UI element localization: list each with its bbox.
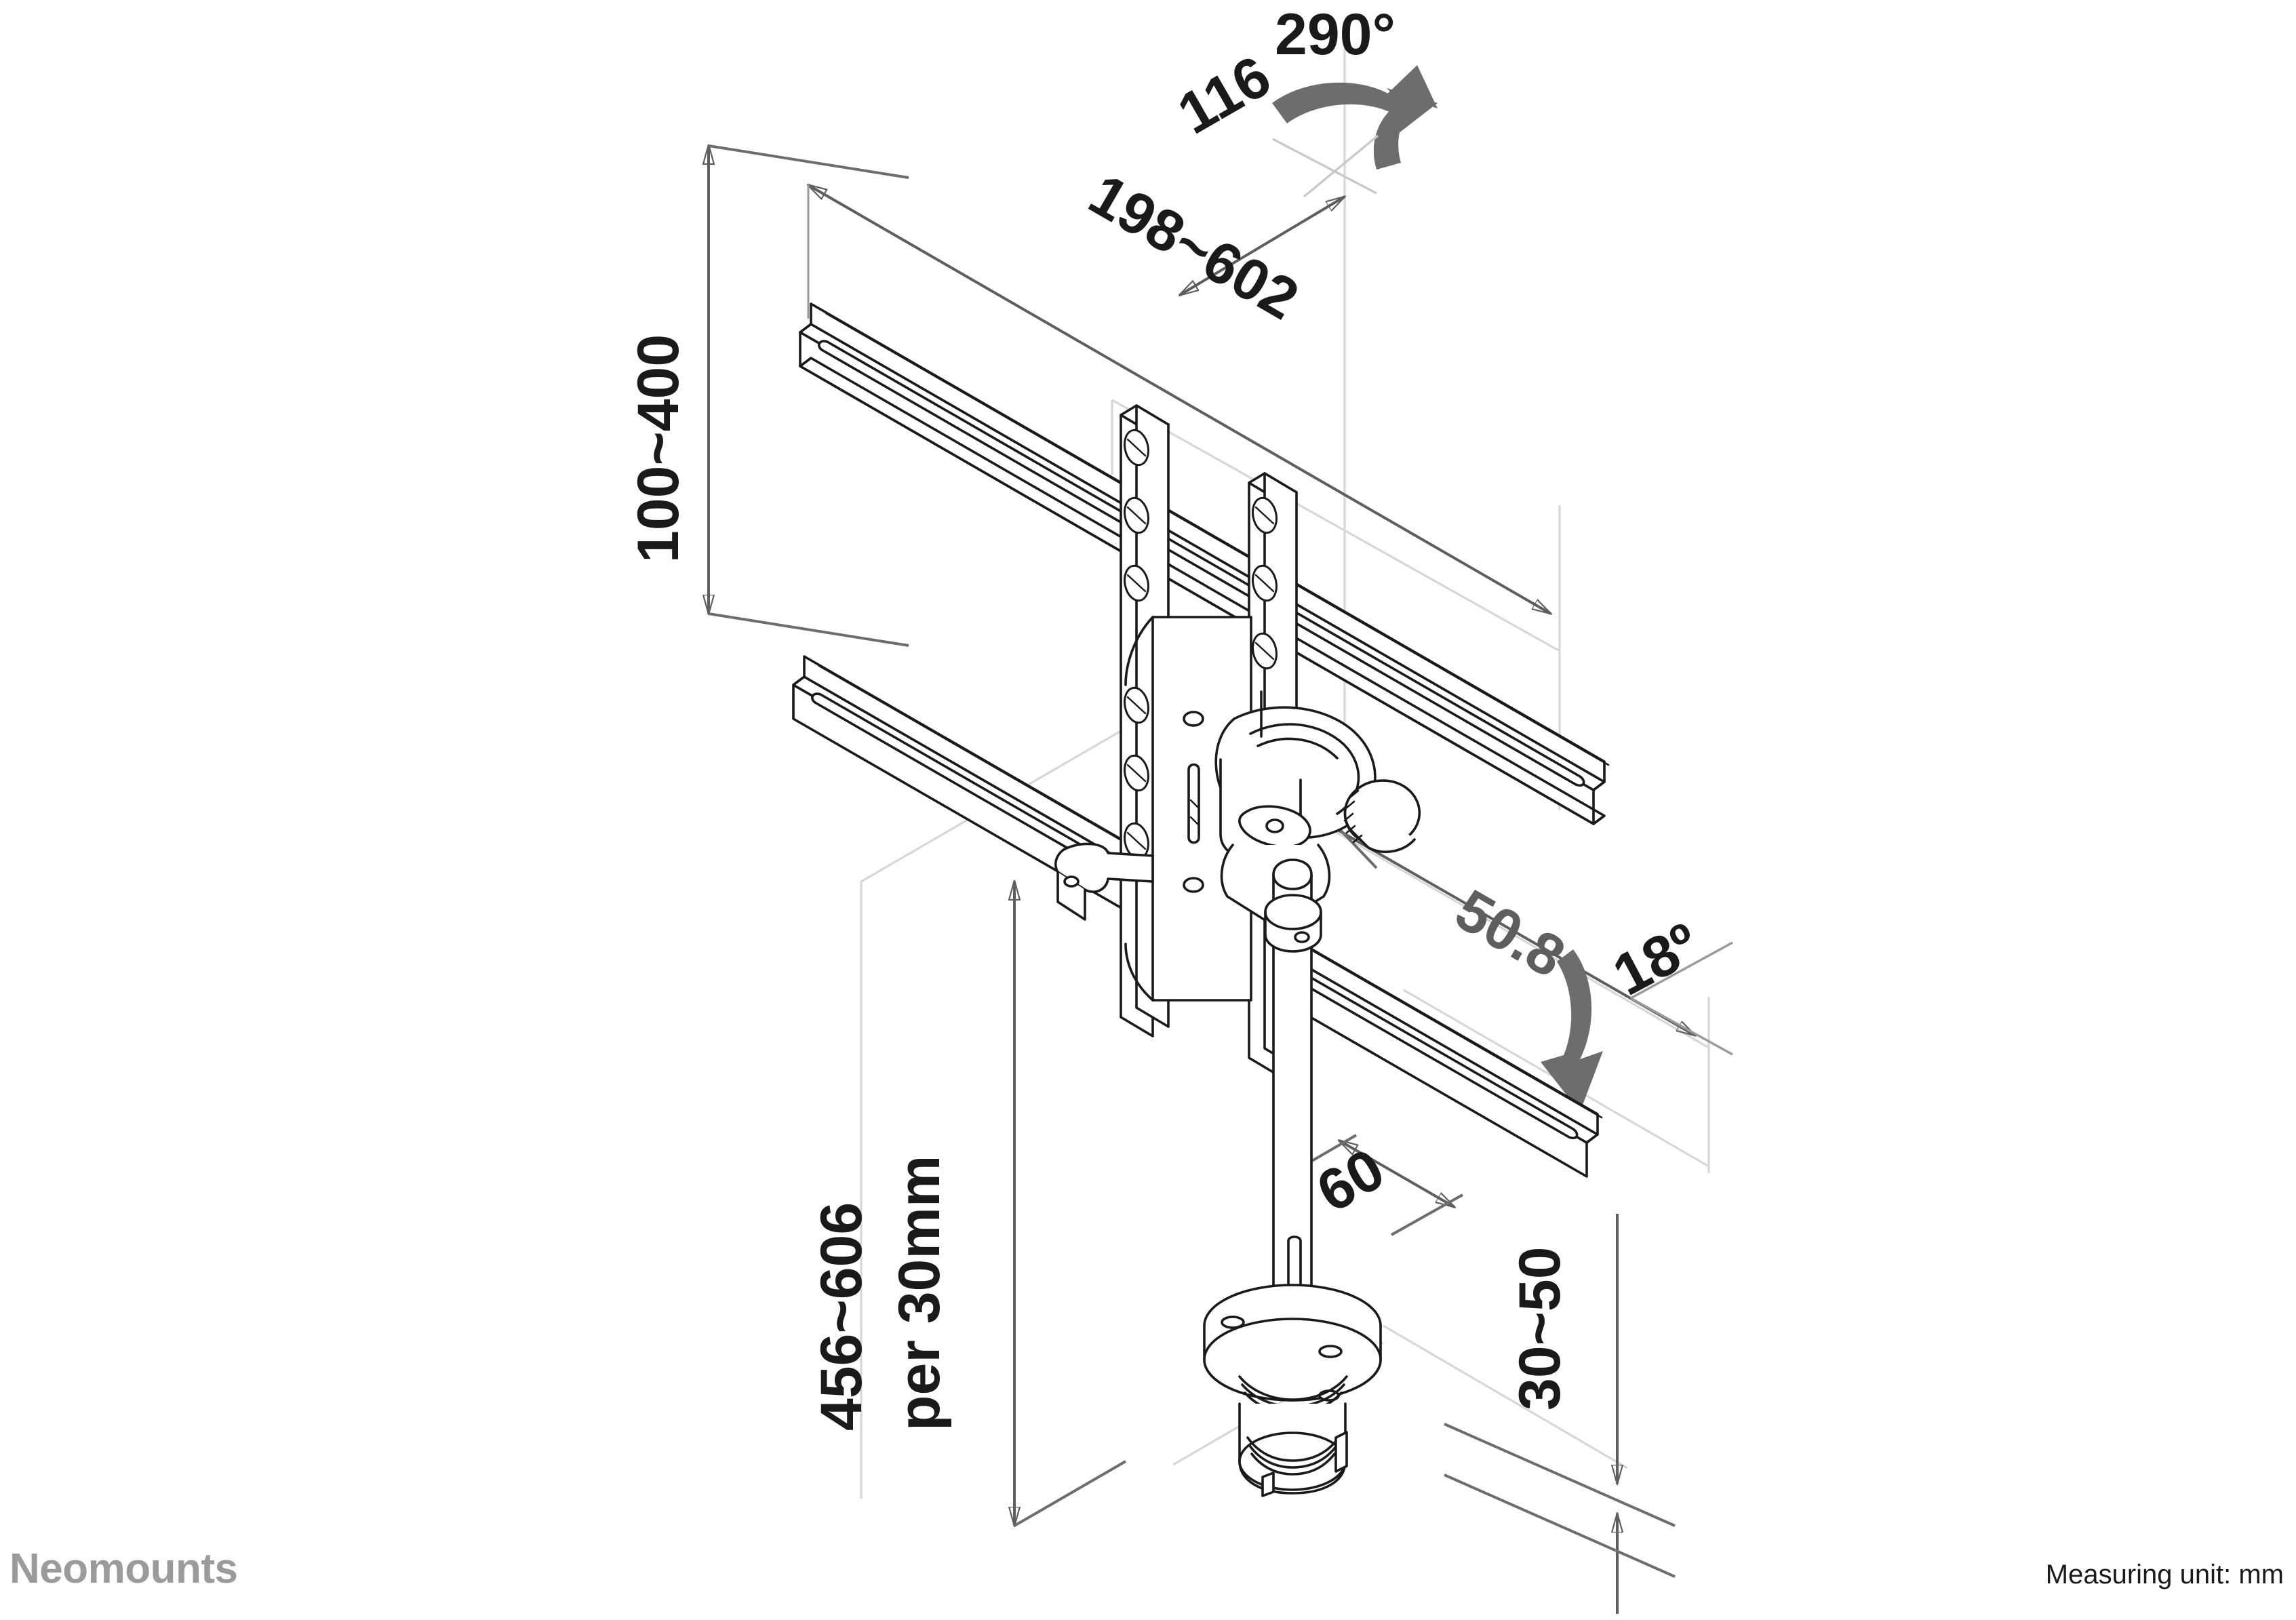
dim-label-tilt: 18º [1603,910,1709,1008]
dimension-lines [709,146,1733,1614]
dim-label-offset-116: 116 [1168,43,1282,147]
tilt-arrow-icon [1541,949,1603,1112]
column [1264,858,1322,1328]
brand-logo: Neomounts [9,1545,238,1593]
adjustment-knob [1343,779,1421,854]
dim-label-column-step: per 30mm [887,1155,952,1431]
dim-line-base-offset [1339,1141,1454,1207]
dim-line-tilt [1630,941,1733,1000]
dim-label-base-offset: 60 [1307,1136,1396,1225]
measuring-unit-note: Measuring unit: mm [2045,1560,2284,1589]
quick-release-latch [1054,842,1154,921]
dim-label-depth: 50.8 [1445,877,1576,990]
mount-assembly [792,302,1610,1497]
dim-label-vesa-height: 100~400 [626,334,691,563]
dim-line-rail-width [808,185,1551,614]
dim-label-column-height: 456~606 [809,1202,874,1431]
upper-rail [799,302,1610,825]
brand-logo-text: Neomounts [9,1545,238,1592]
dim-label-rotation: 290° [1275,2,1396,67]
dim-label-desk-thickness: 30~50 [1507,1246,1572,1410]
rotation-arrow-icon [1272,65,1438,198]
grommet-base [1203,1284,1382,1497]
dim-label-rail-width: 198~602 [1079,161,1309,332]
dim-line-offset-116 [1180,197,1345,295]
